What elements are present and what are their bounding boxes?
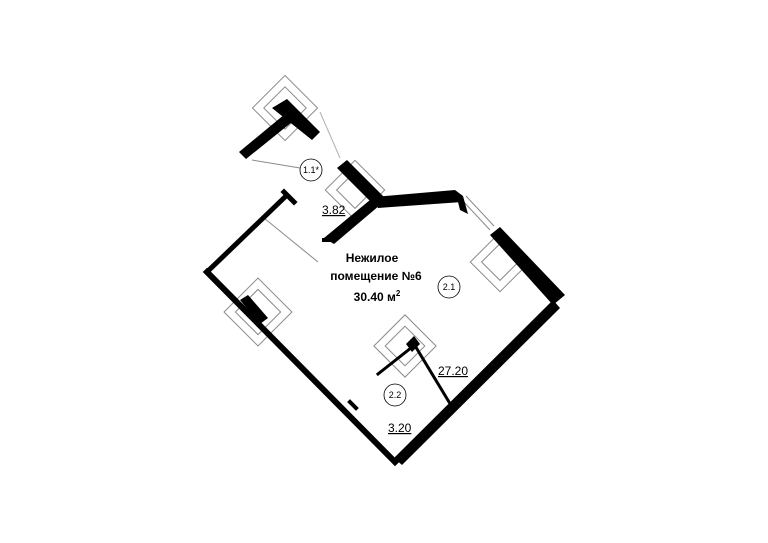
wall-upper-horizontal [374, 190, 462, 208]
wall-partition-diagonal [375, 341, 419, 377]
room-title-line1: Нежилое [346, 251, 399, 265]
zone-label-2-2: 2.2 [389, 390, 402, 400]
wall-left-stub [240, 295, 268, 324]
wall-bottom-right [394, 300, 560, 465]
window-frame-bottom [373, 314, 437, 378]
wall-left-top-stub [280, 188, 298, 206]
zone-tag-2-1: 2.1 [437, 275, 461, 299]
zone-label-1-1: 1.1* [303, 165, 320, 175]
wall-left-corner [202, 267, 400, 467]
wall-top-hook-arm [239, 114, 292, 159]
wall-corner-stub [324, 200, 380, 244]
zone-tag-2-2: 2.2 [383, 383, 407, 407]
window-glazing [461, 195, 495, 231]
wall-corner-return [455, 190, 468, 214]
wall-upper-right [337, 160, 384, 205]
room-title-line2: помещение №6 [330, 269, 422, 283]
dimension-2-2: 3.20 [388, 421, 412, 435]
wall-partition-vertical [411, 341, 452, 405]
room-area-value: 30.40 м [354, 290, 396, 304]
dimension-2-1: 27.20 [438, 364, 468, 378]
walls-thin [202, 188, 452, 467]
zone-tag-1-1: 1.1* [299, 158, 323, 182]
room-area-unit-sup: 2 [396, 289, 401, 298]
dimension-1-1: 3.82 [322, 203, 346, 217]
wall-right [490, 227, 565, 305]
wall-left-upper [203, 192, 290, 276]
zone-label-2-1: 2.1 [443, 282, 456, 292]
walls-thick [239, 99, 565, 465]
wall-top-hook [272, 99, 320, 140]
room-area: 30.40 м2 [354, 289, 401, 304]
wall-left-stub-inner [347, 399, 359, 411]
